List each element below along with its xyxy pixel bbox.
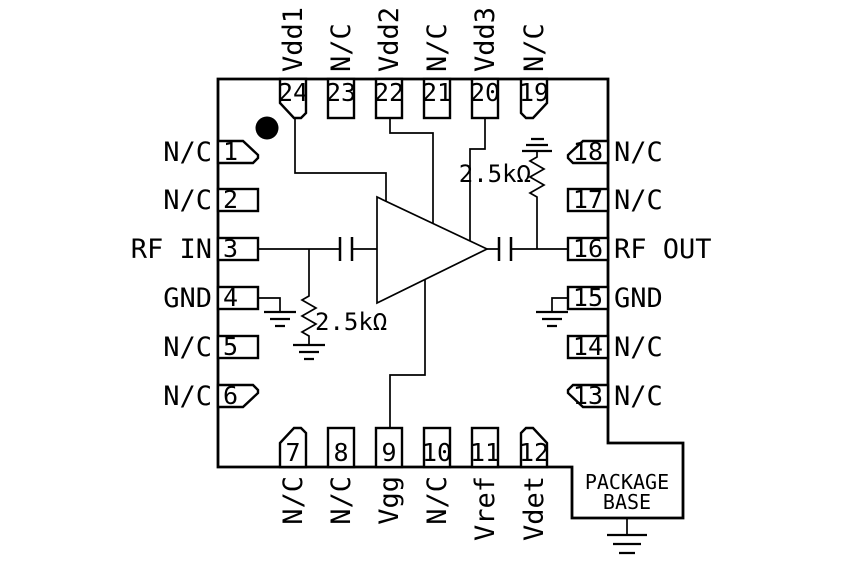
pin-21-label: N/C [422,23,453,72]
pin-18-number: 18 [573,137,603,166]
pin-8-label: N/C [326,476,357,525]
ground-icon-input-resistor [293,343,325,361]
pin-23-pad [326,77,356,120]
pin-14-number: 14 [573,332,603,361]
pin-14-pad [566,334,610,360]
input-capacitor-icon [338,237,354,261]
pin-10-pad [422,426,452,469]
pin-22-pad [374,77,404,120]
wire-gnd-pin4 [258,297,281,312]
pin-19-label: N/C [519,23,550,72]
pin-18-pad [566,139,610,165]
pin-4-label: GND [163,283,212,314]
pin-20-pad [470,77,500,120]
ground-icon-package-base [607,533,647,555]
pin-24-pad [278,77,308,120]
pin-9-pad [374,426,404,469]
pin-7-number: 7 [285,438,300,467]
pin-6-label: N/C [163,381,212,412]
pin-5-label: N/C [163,332,212,363]
wire-gnd-pin15 [551,297,568,312]
pin-8-number: 8 [333,438,348,467]
output-resistor-icon [528,151,546,249]
input-resistor-icon [300,249,318,345]
pin-17-label: N/C [614,185,663,216]
pin-23-number: 23 [326,78,356,107]
pin-4-number: 4 [223,283,238,312]
pin-3-label: RF IN [131,234,212,265]
pin-13-number: 13 [573,381,603,410]
pin-13-label: N/C [614,381,663,412]
pin-2-pad [216,187,260,213]
amplifier-icon [376,195,489,305]
pin-20-label: Vdd3 [470,7,501,72]
input-resistor-label: 2.5kΩ [315,308,387,336]
pin-22-number: 22 [374,78,404,107]
pin-20-number: 20 [470,78,500,107]
pin-2-number: 2 [223,185,238,214]
pin-16-number: 16 [573,234,603,263]
package-base-label-line2: BASE [603,490,651,514]
pin1-indicator-icon [255,116,279,140]
pin-13-pad [566,383,610,409]
wire-vdd1 [294,118,387,202]
pin-3-number: 3 [223,234,238,263]
pin-10-label: N/C [422,476,453,525]
output-capacitor-icon [497,237,513,261]
pin-16-label: RF OUT [614,234,712,265]
output-resistor-label: 2.5kΩ [459,160,531,188]
pin-8-pad [326,426,356,469]
pin-22-label: Vdd2 [374,7,405,72]
pin-19-pad [519,77,549,120]
ground-icon-pin4 [264,310,296,328]
pin-21-number: 21 [422,78,452,107]
ground-icon-pin15 [536,310,568,328]
pin-1-label: N/C [163,137,212,168]
pin-15-number: 15 [573,283,603,312]
pin-24-label: Vdd1 [278,7,309,72]
package-base-label-line1: PACKAGE [585,470,669,494]
pin-7-label: N/C [278,476,309,525]
pin-1-pad [216,139,260,165]
pin-6-number: 6 [223,381,238,410]
pin-11-label: Vref [470,476,501,541]
pin-17-number: 17 [573,185,603,214]
pin-5-pad [216,334,260,360]
pin-2-label: N/C [163,185,212,216]
pin-21-pad [422,77,452,120]
pin-5-number: 5 [223,332,238,361]
pin-12-number: 12 [519,438,549,467]
pin-12-label: Vdet [519,476,550,541]
pin-18-label: N/C [614,137,663,168]
pin-11-pad [470,426,500,469]
ground-icon-output-resistor-inverted [522,137,552,153]
pin-9-label: Vgg [374,476,405,525]
pin-24-number: 24 [278,78,308,107]
pin-15-label: GND [614,283,663,314]
wire-vdd2 [389,118,434,224]
pin-10-number: 10 [422,438,452,467]
pin-17-pad [566,187,610,213]
pin-12-pad [519,426,549,469]
pin-19-number: 19 [519,78,549,107]
pin-11-number: 11 [470,438,500,467]
wire-vgg [389,280,426,428]
pin-7-pad [278,426,308,469]
pin-6-pad [216,383,260,409]
pin-1-number: 1 [223,137,238,166]
wire-vdd3 [469,118,486,242]
pin-9-number: 9 [381,438,396,467]
pin-23-label: N/C [326,23,357,72]
pin-14-label: N/C [614,332,663,363]
